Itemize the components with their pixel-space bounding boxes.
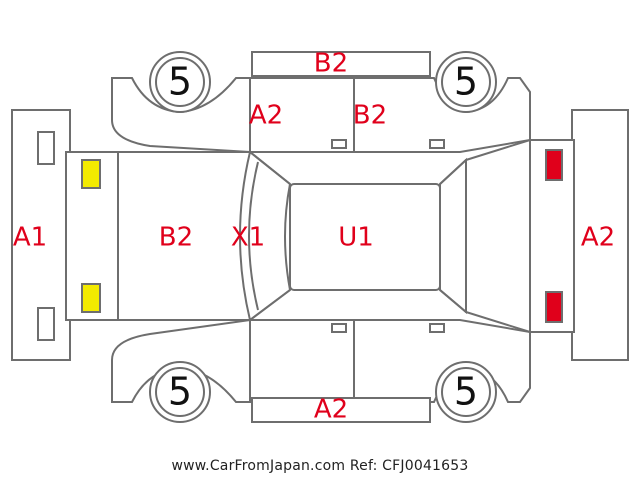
door-handle-front-bottom [331,323,347,333]
wheel-top-rear-label: 5 [454,60,478,104]
windshield-inner-line [248,161,259,311]
wheel-bottom-rear: 5 [435,361,497,423]
cabin-connectors [249,151,467,321]
wheel-top-front-label: 5 [168,60,192,104]
door-handle-rear-top [429,139,445,149]
rear-lamp-left [545,149,563,181]
wheel-bottom-front-label: 5 [168,370,192,414]
front-fender-bottom [111,318,251,403]
code-windshield: X1 [231,223,265,253]
trunk-lid [465,138,531,334]
code-roof: U1 [338,223,374,253]
wheel-top-rear: 5 [435,51,497,113]
code-bottom-rocker: A2 [314,395,348,425]
code-front-door-left: A2 [249,101,283,131]
wheel-top-front: 5 [149,51,211,113]
front-lamp-right [81,283,101,313]
footer-reference: www.CarFromJapan.com Ref: CFJ0041653 [171,458,469,474]
rear-lamp-right [545,291,563,323]
wheel-bottom-front: 5 [149,361,211,423]
hood [117,151,253,321]
code-top-rocker: B2 [314,49,348,79]
code-rear-bumper: A2 [581,223,615,253]
code-front-bumper: A1 [13,223,47,253]
code-hood: B2 [159,223,193,253]
code-rear-door-left: B2 [353,101,387,131]
wheel-bottom-rear-label: 5 [454,370,478,414]
front-fender-top [111,77,251,154]
front-bumper-slot-bottom [37,307,55,341]
door-handle-front-top [331,139,347,149]
front-bumper-slot-top [37,131,55,165]
front-bumper [11,109,71,361]
bottom-rocker [251,397,431,423]
top-rocker [251,51,431,77]
rear-window [439,157,467,315]
door-handle-rear-bottom [429,323,445,333]
front-lamp-left [81,159,101,189]
